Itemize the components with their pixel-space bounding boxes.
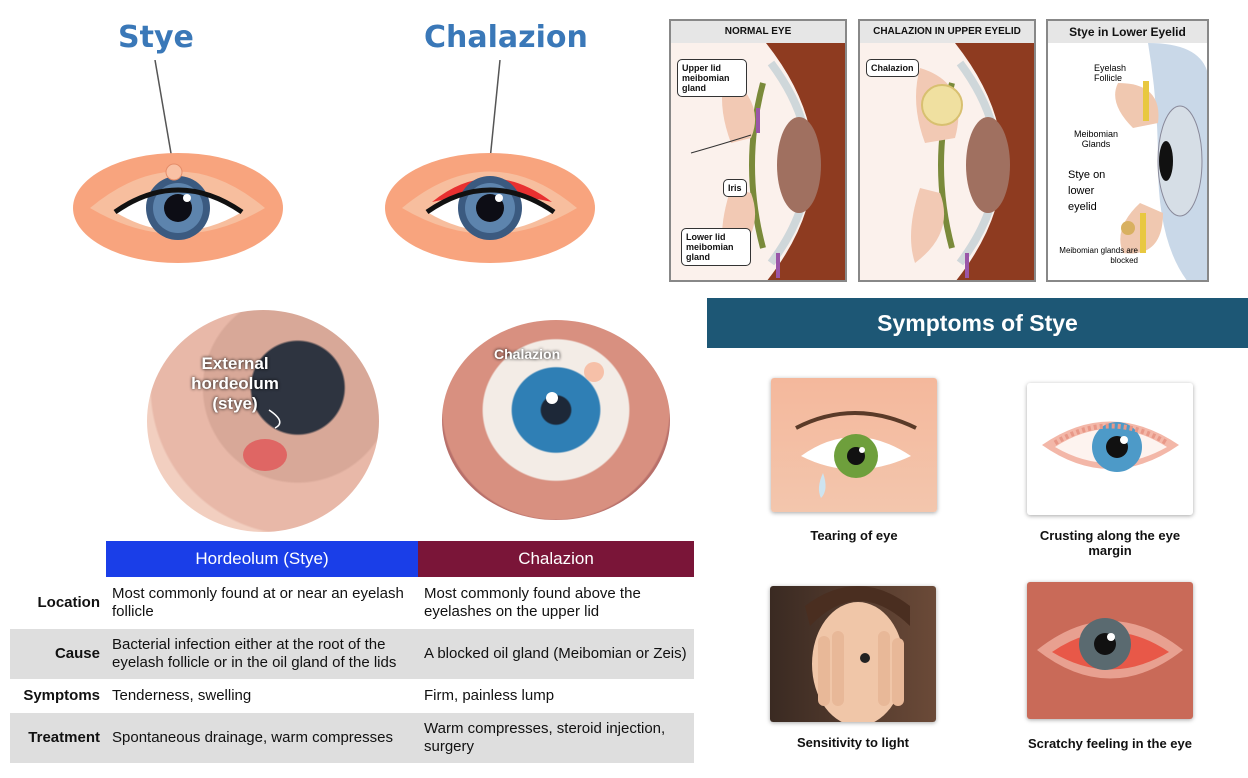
chalazion-panel-title: CHALAZION IN UPPER EYELID (860, 21, 1034, 44)
chalazion-cell: A blocked oil gland (Meibomian or Zeis) (418, 629, 694, 679)
stye-lower-cross-section (1048, 43, 1207, 280)
tearing-eye-image (771, 378, 937, 512)
meibomian-glands-label: Meibomian Glands (1073, 129, 1119, 149)
eyelash-follicle-label: Eyelash Follicle (1094, 63, 1127, 83)
scratchy-eye-image (1027, 582, 1193, 719)
chalazion-cell: Most commonly found above the eyelashes … (424, 585, 641, 620)
light-sensitivity-caption: Sensitivity to light (797, 735, 909, 750)
table-row: Cause Bacterial infection either at the … (10, 629, 694, 679)
tearing-caption: Tearing of eye (810, 528, 898, 543)
stye-cell: Bacterial infection either at the root o… (106, 629, 418, 679)
crusting-caption: Crusting along the eye margin (1039, 528, 1181, 558)
stye-cartoon-eye (73, 60, 283, 263)
scratchy-caption: Scratchy feeling in the eye (1027, 736, 1192, 751)
chalazion-panel: CHALAZION IN UPPER EYELID Chalazion (858, 19, 1036, 282)
symptoms-banner: Symptoms of Stye (707, 298, 1248, 348)
iris-callout: Iris (723, 179, 747, 197)
stye-lower-eyelid-panel: Stye in Lower Eyelid Eyelash Follicle Me… (1046, 19, 1209, 282)
chalazion-cross-section (860, 43, 1034, 280)
table-header-row: Hordeolum (Stye) Chalazion (10, 541, 694, 577)
stye-photo: External hordeolum (stye) (147, 310, 379, 532)
chalazion-column-header: Chalazion (418, 541, 694, 577)
table-corner (10, 541, 106, 577)
row-label: Cause (10, 629, 106, 679)
stye-cell: Tenderness, swelling (112, 687, 252, 704)
stye-lower-label: Stye on lower eyelid (1068, 169, 1106, 213)
table-row: Location Most commonly found at or near … (10, 577, 694, 629)
stye-cell: Most commonly found at or near an eyelas… (112, 585, 404, 620)
chalazion-cell: Firm, painless lump (424, 687, 555, 704)
stye-title: Stye (118, 20, 194, 55)
cartoon-eyes-illustration (73, 60, 595, 263)
table-row: Symptoms Tenderness, swelling Firm, pain… (10, 679, 694, 713)
blocked-glands-label: Meibomian glands are blocked (1059, 246, 1138, 265)
lower-lid-gland-callout: Lower lid meibomian gland (681, 228, 751, 266)
table-row: Treatment Spontaneous drainage, warm com… (10, 713, 694, 763)
row-label: Treatment (10, 713, 106, 763)
row-label: Symptoms (23, 687, 100, 704)
stye-lower-eyelid-title: Stye in Lower Eyelid (1048, 21, 1207, 44)
chalazion-photo: Chalazion (442, 320, 670, 520)
stye-column-header: Hordeolum (Stye) (106, 541, 418, 577)
normal-eye-panel-title: NORMAL EYE (671, 21, 845, 44)
chalazion-cell: Warm compresses, steroid injection, surg… (418, 713, 694, 763)
light-sensitivity-image (770, 586, 936, 722)
crusting-eye-image (1027, 383, 1193, 515)
normal-eye-panel: NORMAL EYE Upper lid meibomian gland Iri… (669, 19, 847, 282)
chalazion-title: Chalazion (424, 20, 588, 55)
row-label: Location (37, 594, 101, 611)
chalazion-photo-label: Chalazion (494, 346, 561, 362)
stye-cell: Spontaneous drainage, warm compresses (106, 713, 418, 763)
stye-photo-label: External hordeolum (stye) (191, 354, 279, 413)
chalazion-callout: Chalazion (866, 59, 919, 77)
comparison-table: Hordeolum (Stye) Chalazion Location Most… (10, 541, 694, 763)
upper-lid-gland-callout: Upper lid meibomian gland (677, 59, 747, 97)
chalazion-cartoon-eye (385, 60, 595, 263)
